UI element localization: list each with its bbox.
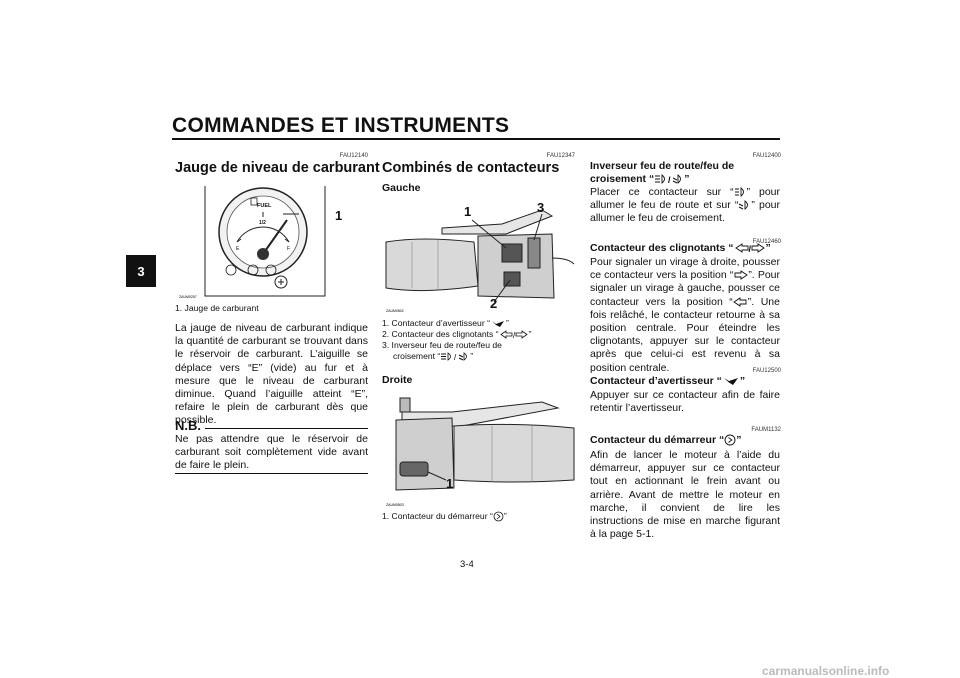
gauge-half-label: 1/2 [259, 220, 266, 226]
gauge-f-label: F [287, 246, 291, 252]
subsection-left: Gauche [382, 182, 421, 194]
figure-callout-1: 1 [446, 476, 454, 491]
svg-text:/: / [748, 244, 751, 253]
section-code: FAU12500 [752, 368, 781, 374]
svg-text:/: / [513, 331, 516, 339]
svg-text:ZAUM0257: ZAUM0257 [179, 295, 197, 299]
section-code: FAU12400 [752, 153, 781, 159]
right-handlebar-figure: ZAUM0803 1 [382, 392, 576, 508]
high-beam-icon [734, 187, 744, 198]
page-number: 3-4 [460, 559, 474, 570]
turn-signal-text: Pour signaler un virage à droite, pousse… [590, 256, 781, 374]
gauge-fuel-label: FUEL [257, 203, 272, 209]
horn-icon [723, 378, 738, 386]
svg-text:ZAUM0802: ZAUM0802 [386, 309, 404, 313]
right-figure-caption: 1. Contacteur du démarreur “” [382, 511, 507, 522]
gauge-e-label: E [236, 246, 240, 252]
left-handlebar-figure: ZAUM0802 1 2 3 [382, 198, 576, 314]
page-header-title: COMMANDES ET INSTRUMENTS [172, 114, 510, 137]
start-switch-text: Afin de lancer le moteur à l’aide du dém… [590, 449, 780, 541]
turn-signal-icons: / [734, 243, 765, 253]
figure-caption: 1. Jauge de carburant [175, 303, 259, 313]
section-title-switches: Combinés de contacteurs [382, 160, 560, 176]
section-title-fuel-gauge: Jauge de niveau de carburant [175, 160, 380, 176]
header-rule [172, 138, 780, 140]
starter-icon [493, 511, 504, 522]
nb-title: N.B. [175, 418, 201, 433]
heading-horn-switch: Contacteur d’avertisseur “” [590, 375, 746, 387]
nb-rule-top [205, 428, 368, 429]
heading-dimmer-switch: Inverseur feu de route/feu de croisement… [590, 160, 735, 185]
nb-rule-bottom [175, 473, 368, 474]
section-code: FAU12347 [546, 153, 575, 159]
section-code: FAU12460 [752, 239, 781, 245]
chapter-tab: 3 [126, 255, 156, 287]
svg-text:/: / [668, 175, 671, 184]
svg-text:ZAUM0803: ZAUM0803 [386, 503, 404, 507]
turn-left-icon [732, 296, 747, 307]
beam-icons: / [655, 174, 682, 184]
watermark: carmanualsonline.info [762, 664, 890, 678]
section-code: FAUM1132 [751, 427, 781, 433]
left-figure-captions: 1. Contacteur d’avertisseur “” 2. Contac… [382, 318, 532, 362]
starter-icon [724, 434, 736, 446]
low-beam-icon [739, 200, 749, 211]
figure-callout-1: 1 [335, 208, 343, 223]
figure-callout-2: 2 [490, 296, 498, 311]
figure-callout-3: 3 [537, 200, 545, 215]
fuel-gauge-figure: ZAUM0257 FUEL 1/2 E F 1 [175, 184, 368, 302]
dimmer-switch-text: Placer ce contacteur sur “” pour allumer… [590, 186, 780, 225]
svg-text:/: / [454, 353, 457, 361]
beam-icons: / [441, 352, 468, 361]
horn-icon [491, 321, 504, 328]
turn-right-icon [734, 270, 749, 281]
heading-start-switch: Contacteur du démarreur “” [590, 434, 742, 446]
horn-switch-text: Appuyer sur ce contacteur afin de faire … [590, 389, 780, 415]
figure-callout-1: 1 [464, 204, 472, 219]
fuel-gauge-illustration: ZAUM0257 [179, 186, 326, 299]
fuel-pump-icon [250, 197, 258, 206]
turn-signal-icons: / [499, 330, 528, 339]
section-code: FAU12140 [339, 153, 368, 159]
subsection-right: Droite [382, 374, 413, 386]
nb-text: Ne pas attendre que le réservoir de carb… [175, 433, 368, 472]
heading-turn-signal-switch: Contacteur des clignotants “/” [590, 242, 771, 254]
fuel-gauge-text: La jauge de niveau de carburant indique … [175, 322, 368, 427]
